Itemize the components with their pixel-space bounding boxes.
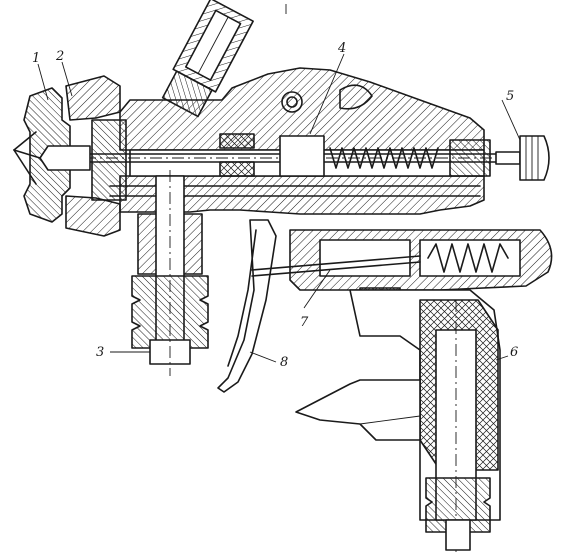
needle-bushing (279, 135, 325, 177)
callout-5: 5 (506, 89, 514, 104)
needle-spring (329, 147, 439, 169)
callout-2: 2 (55, 49, 64, 64)
trigger (217, 219, 277, 393)
hanging-hole (281, 91, 303, 113)
handle-bottom-fitting (425, 477, 491, 551)
rear-nut (449, 139, 491, 177)
body-recess (339, 84, 373, 110)
callout-8: 8 (280, 355, 288, 370)
callout-7: 7 (300, 315, 309, 330)
grip-break-line (359, 415, 421, 425)
air-cap-head (23, 75, 127, 237)
hanging-hole-inner (286, 96, 298, 108)
callout-3: 3 (96, 345, 104, 360)
upper-inlet-fitting (161, 0, 254, 118)
leader-lines (37, 53, 521, 363)
packing-upper (219, 133, 255, 149)
grip-hook (295, 379, 421, 441)
packing-lower (219, 161, 255, 177)
spray-fan (13, 131, 41, 185)
callout-4: 4 (337, 41, 346, 56)
fluid-inlet-fitting (131, 170, 209, 376)
adjusting-knob (495, 135, 550, 181)
air-valve-block (251, 229, 553, 313)
callout-1: 1 (32, 51, 40, 66)
callout-6: 6 (510, 345, 518, 360)
